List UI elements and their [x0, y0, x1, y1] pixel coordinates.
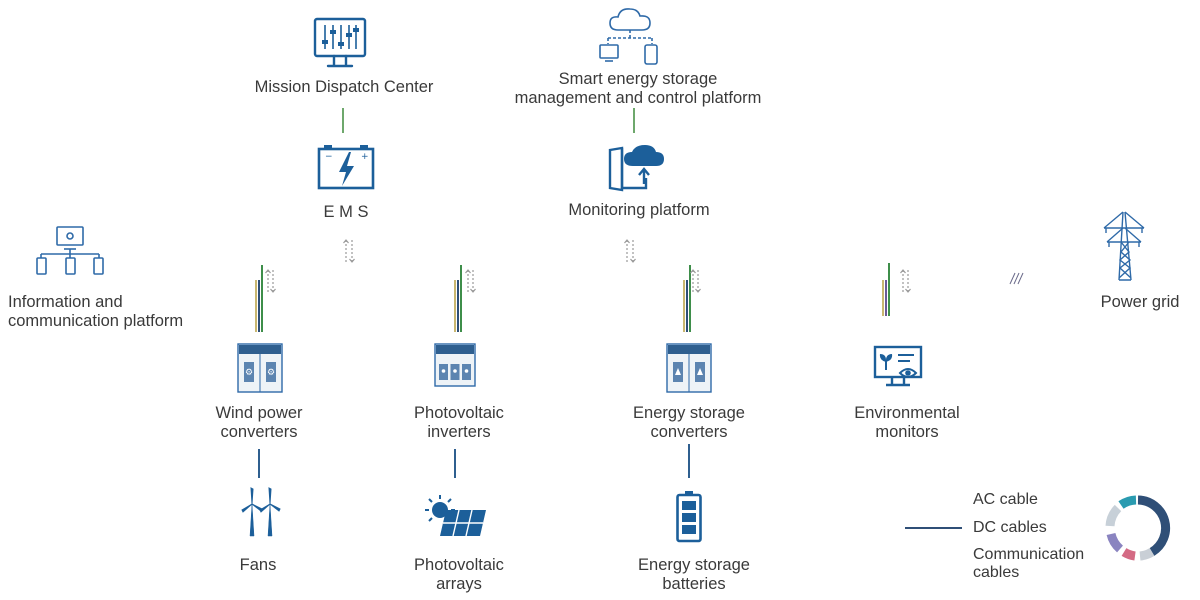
mission-dispatch-label: Mission Dispatch Center: [254, 78, 434, 96]
info-platform-label-line1: Information and: [8, 293, 123, 311]
line-break-mark: [1009, 272, 1024, 285]
cloud-monitor-icon: [608, 145, 664, 192]
ring-logo-icon: [1105, 495, 1171, 561]
monitoring-platform-label: Monitoring platform: [568, 201, 710, 219]
device-links: [258, 444, 690, 478]
legend-comm-label: Communication cables: [973, 546, 1084, 582]
smart-platform-label: Smart energy storage management and cont…: [488, 70, 788, 108]
env-monitors-label-line1: Environmental: [854, 404, 960, 422]
info-platform-label: Information and communication platform: [8, 293, 183, 331]
battery-bolt-icon: − +: [317, 145, 375, 190]
svg-text:⚙: ⚙: [267, 368, 275, 378]
environment-monitor-icon: [873, 345, 923, 387]
pv-inverters-label-line1: Photovoltaic: [414, 404, 504, 422]
es-converters-label-line1: Energy storage: [633, 404, 745, 422]
es-batteries-label: Energy storage batteries: [619, 556, 769, 594]
env-monitors-label-line2: monitors: [875, 423, 939, 441]
cloud-devices-icon: [599, 8, 658, 65]
dispatch-monitor-icon: [313, 17, 367, 68]
legend-ac-label: AC cable: [973, 491, 1038, 508]
es-batteries-label-line2: batteries: [662, 575, 726, 593]
pv-arrays-label: Photovoltaic arrays: [394, 556, 524, 594]
data-flow-arrows: [265, 239, 911, 293]
env-monitors-label: Environmental monitors: [837, 404, 977, 442]
cabinet-icon: [666, 343, 712, 393]
drop-wind: [255, 265, 263, 332]
solar-panel-icon: [425, 495, 486, 537]
legend-comm-label-line2: cables: [973, 564, 1020, 581]
es-converters-label: Energy storage converters: [614, 404, 764, 442]
ac-power-bus: [132, 272, 1080, 285]
legend-dc-label: DC cables: [973, 519, 1047, 536]
fans-label: Fans: [239, 556, 277, 574]
wind-converters-label-line1: Wind power: [215, 404, 303, 422]
battery-icon: [676, 491, 702, 543]
smart-platform-label-line2: management and control platform: [514, 89, 762, 107]
data-flow-arrow: [900, 269, 911, 293]
power-grid-label: Power grid: [1100, 293, 1180, 311]
data-flow-arrow: [265, 269, 276, 293]
cabinet-icon: ⚙ ⚙: [237, 343, 283, 393]
top-communication-bus: [292, 108, 728, 133]
data-flow-arrow: [624, 239, 636, 263]
svg-text:−: −: [325, 152, 333, 162]
wind-converters-label: Wind power converters: [194, 404, 324, 442]
ems-label: E M S: [323, 203, 369, 221]
legend-comm-label-line1: Communication: [973, 546, 1085, 563]
svg-text:⚙: ⚙: [245, 368, 253, 378]
transmission-tower-icon: [1103, 211, 1145, 281]
pv-arrays-label-line1: Photovoltaic: [414, 556, 504, 574]
drop-es: [683, 265, 691, 332]
es-batteries-label-line1: Energy storage: [638, 556, 750, 574]
pv-arrays-label-line2: arrays: [436, 575, 482, 593]
pv-inverters-label: Photovoltaic inverters: [394, 404, 524, 442]
svg-text:+: +: [361, 152, 369, 162]
data-flow-arrow: [465, 269, 476, 293]
legend: [905, 499, 962, 556]
info-platform-label-line2: communication platform: [8, 312, 184, 330]
wind-converters-label-line2: converters: [220, 423, 298, 441]
wind-turbine-icon: [241, 487, 281, 537]
data-flow-arrow: [690, 269, 701, 293]
es-converters-label-line2: converters: [650, 423, 728, 441]
data-flow-arrow: [343, 239, 355, 263]
smart-platform-label-line1: Smart energy storage: [558, 70, 718, 88]
network-hub-icon: [36, 226, 104, 275]
pv-inverters-label-line2: inverters: [427, 423, 491, 441]
drop-pv: [454, 265, 462, 332]
cabinet-icon: [434, 343, 476, 387]
drop-env: [882, 263, 890, 316]
